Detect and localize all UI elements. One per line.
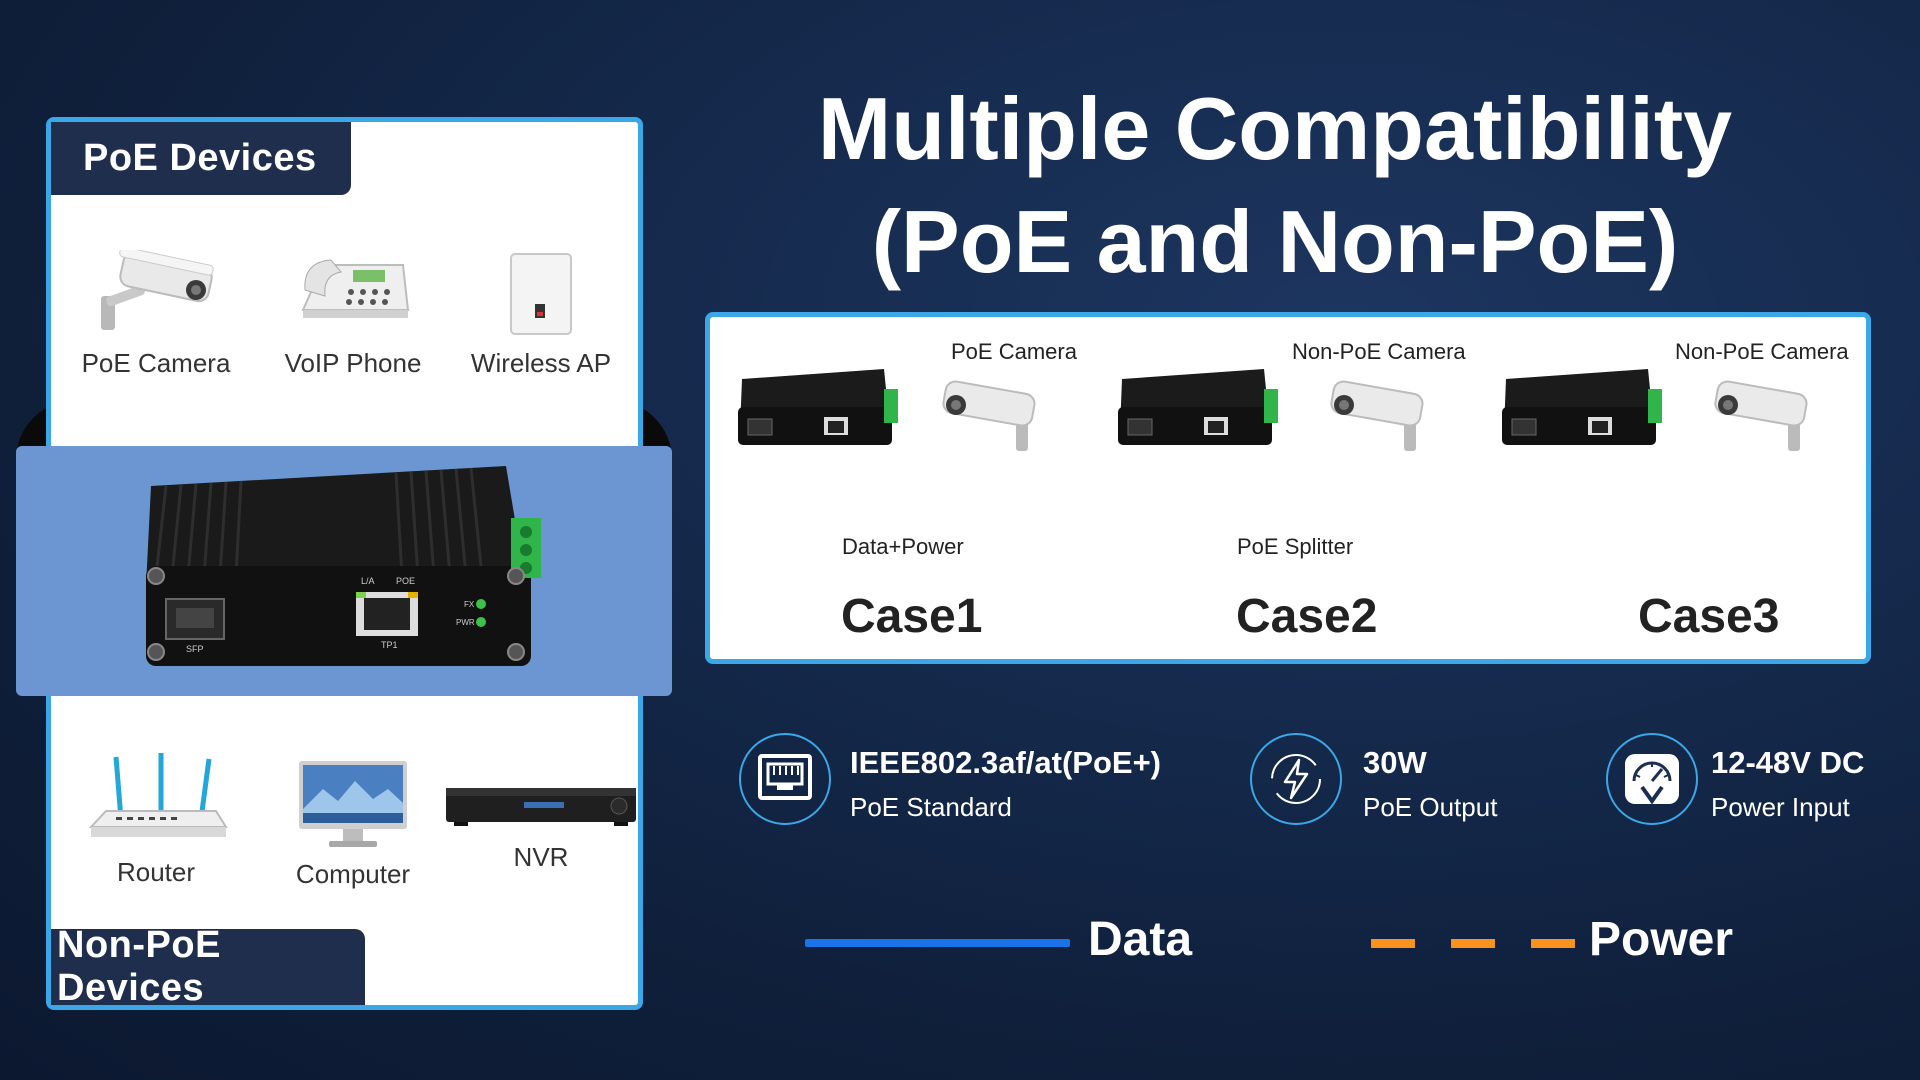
case1-title: Case1 [841,590,983,643]
device-label: NVR [513,842,569,872]
poe-output-badge [1250,733,1342,825]
hero-device-band: L/A POE FX PWR SFP TP1 [16,446,672,696]
media-converter-device-illustration: L/A POE FX PWR SFP TP1 [146,466,541,666]
device-label: Wireless AP [470,348,612,378]
case2-camera-label: Non-PoE Camera [1292,339,1466,364]
la-port-label: L/A [361,576,375,586]
wireless-ap-icon [510,253,572,335]
title-line-2: (PoE and Non-PoE) [871,192,1679,291]
router-icon [88,753,228,837]
poe-output-label: PoE Output [1363,792,1498,822]
poe-standard-value: IEEE802.3af/at(PoE+) [850,745,1161,780]
poe-devices-heading: PoE Devices [51,122,351,195]
power-input-value: 12-48V DC [1711,745,1865,780]
device-label: Router [116,857,196,887]
device-label: PoE Camera [81,348,231,378]
lightning-icon [1271,754,1321,804]
ethernet-port-icon [758,754,812,800]
poe-port-label: POE [396,576,415,586]
media-converter-icon [738,369,898,445]
power-legend-dash [1451,939,1495,948]
computer-item: Computer [253,759,453,890]
voip-phone-icon [301,259,410,318]
poe-output-value: 30W [1363,745,1427,780]
page-title: Multiple Compatibility (PoE and Non-PoE) [720,72,1830,298]
use-cases-panel: PoE Camera Data+Power Case1 Non-PoE Came… [705,312,1871,664]
device-label: Computer [295,859,411,889]
case3-camera-label: Non-PoE Camera [1675,339,1849,364]
case1-camera-label: PoE Camera [951,339,1077,364]
media-converter-icon [1502,369,1662,445]
non-poe-devices-heading: Non-PoE Devices [51,924,365,1009]
voltmeter-icon [1625,754,1679,805]
nvr-icon [445,788,636,826]
camera-icon [1714,380,1808,451]
computer-icon [299,761,407,847]
tp1-port-label: TP1 [381,640,398,650]
data-legend-label: Data [1088,913,1193,966]
power-legend-dash [1531,939,1575,948]
poe-camera-item: PoE Camera [56,250,256,379]
title-line-1: Multiple Compatibility [817,79,1733,178]
case3-title: Case3 [1638,590,1780,643]
power-input-label: Power Input [1711,792,1850,822]
router-item: Router [56,749,256,888]
voip-phone-item: VoIP Phone [253,250,453,379]
power-input-badge [1606,733,1698,825]
poe-standard-label: PoE Standard [850,792,1012,822]
camera-icon [1330,380,1424,451]
power-legend-dash [1371,939,1415,948]
media-converter-icon [1118,369,1278,445]
nvr-item: NVR [441,774,641,873]
camera-icon [942,380,1036,451]
poe-standard-badge [739,733,831,825]
case1-sub-label: Data+Power [842,534,964,559]
pwr-led-label: PWR [456,618,475,627]
cctv-camera-icon [101,250,214,330]
sfp-port-label: SFP [186,644,204,654]
device-label: VoIP Phone [284,348,422,378]
wireless-ap-item: Wireless AP [441,250,641,379]
data-legend-line [805,939,1070,947]
fx-led-label: FX [464,600,475,609]
power-legend-label: Power [1589,913,1734,966]
case2-sub-label: PoE Splitter [1237,534,1354,559]
case2-title: Case2 [1236,590,1378,643]
